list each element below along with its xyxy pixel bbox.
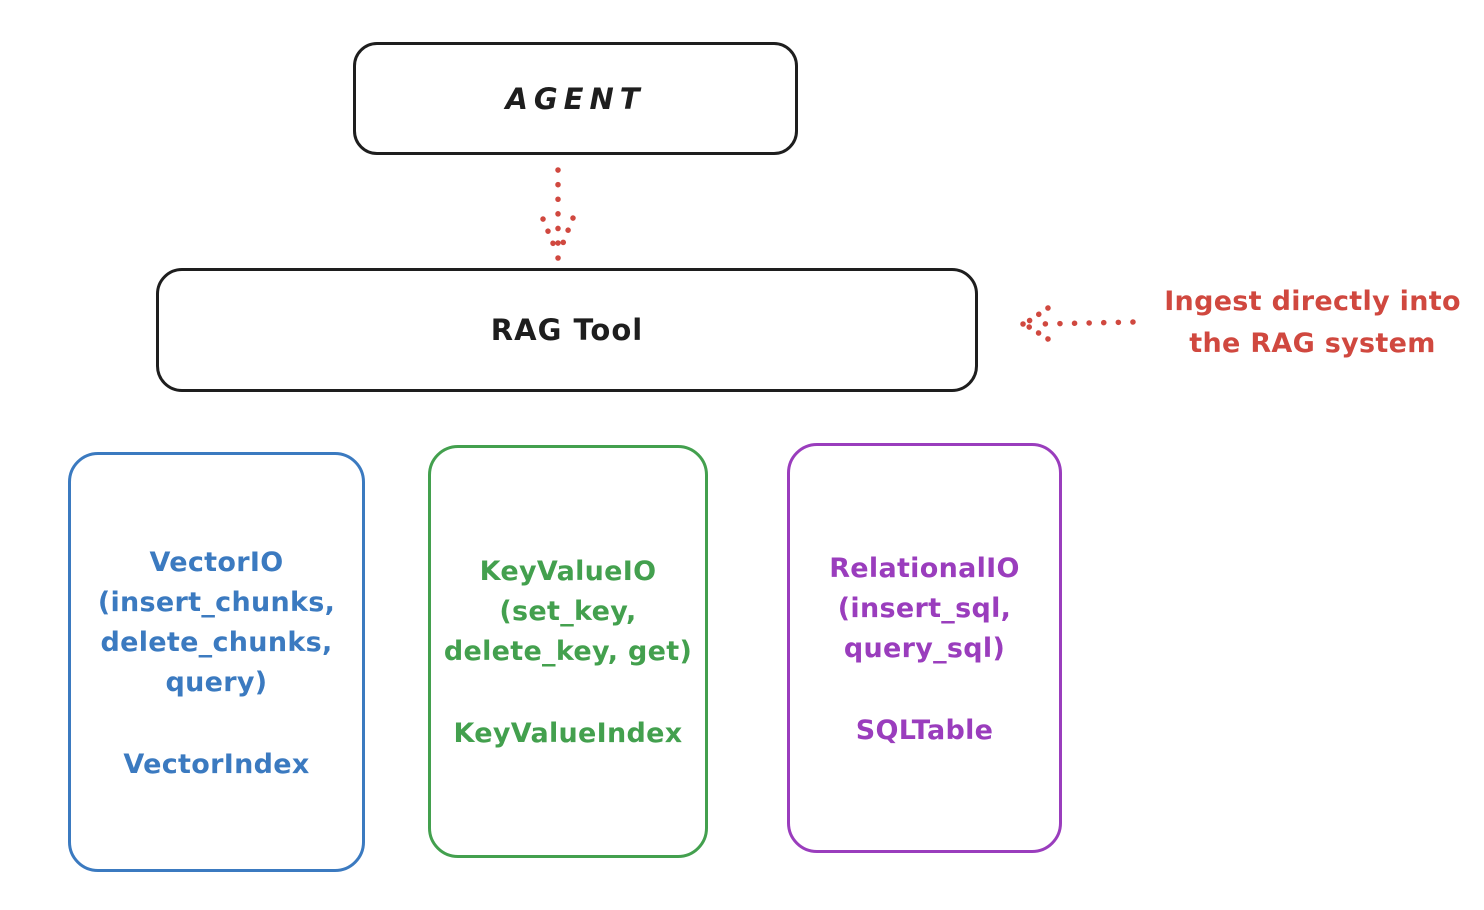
dotted-down-arrow-icon bbox=[540, 167, 576, 261]
vectorio-node: VectorIO (insert_chunks, delete_chunks, … bbox=[68, 452, 365, 872]
rag-tool-node: RAG Tool bbox=[156, 268, 978, 392]
rag-tool-label: RAG Tool bbox=[490, 313, 644, 347]
vectorio-index-label: VectorIndex bbox=[123, 749, 310, 780]
keyvalueio-index-label: KeyValueIndex bbox=[453, 718, 683, 749]
ingest-annotation: Ingest directly into the RAG system bbox=[1164, 286, 1461, 359]
relationalio-node: RelationalIO (insert_sql, query_sql) SQL… bbox=[787, 443, 1062, 853]
keyvalueio-io-label: KeyValueIO (set_key, delete_key, get) bbox=[443, 556, 693, 667]
vectorio-io-label: VectorIO (insert_chunks, delete_chunks, … bbox=[97, 547, 336, 698]
agent-label: AGENT bbox=[505, 81, 646, 116]
keyvalueio-node: KeyValueIO (set_key, delete_key, get) Ke… bbox=[428, 445, 708, 858]
relationalio-io-label: RelationalIO (insert_sql, query_sql) bbox=[829, 553, 1020, 664]
dotted-left-arrow-icon bbox=[1020, 305, 1136, 342]
agent-node: AGENT bbox=[353, 42, 798, 155]
relationalio-index-label: SQLTable bbox=[855, 715, 994, 746]
